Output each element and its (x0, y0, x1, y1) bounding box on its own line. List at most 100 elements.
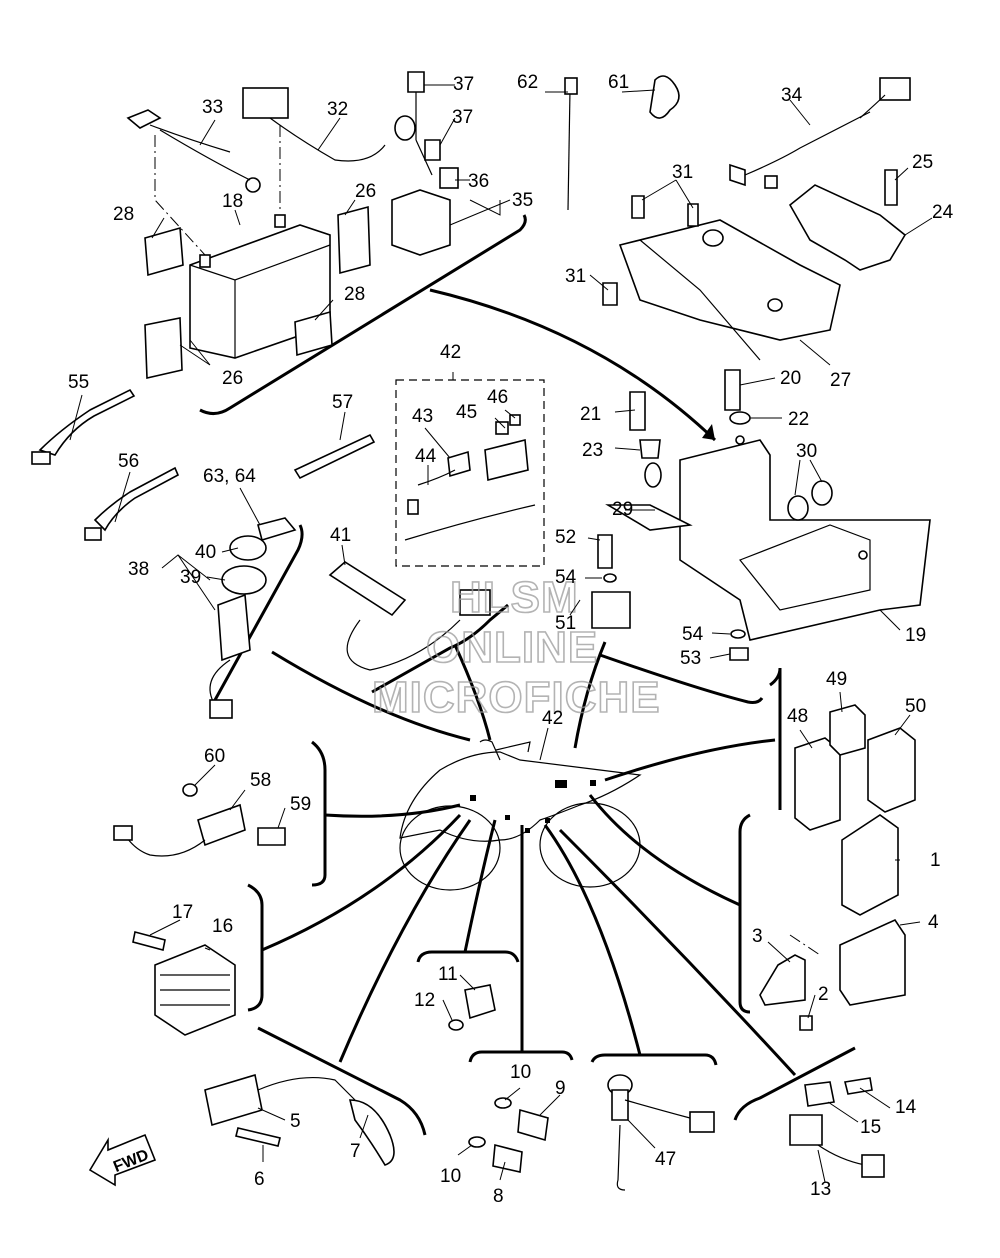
harness-kit-parts (404, 414, 536, 541)
callout-4: 4 (928, 912, 939, 933)
callout-49: 49 (826, 669, 847, 690)
callout-20: 20 (780, 368, 801, 389)
speed-sensor (789, 1077, 885, 1178)
callout-51: 51 (555, 613, 576, 634)
callout-57: 57 (332, 392, 353, 413)
callout-labels: 1 2 3 4 5 6 7 8 9 10 10 11 12 13 14 15 1… (68, 72, 954, 1207)
callout-14: 14 (895, 1097, 917, 1118)
callout-17: 17 (172, 902, 193, 923)
watermark-line-2: ONLINE (426, 623, 598, 672)
callout-22: 22 (788, 409, 809, 430)
cable-ties (31, 75, 680, 541)
callout-16: 16 (212, 916, 233, 937)
callout-47: 47 (655, 1149, 676, 1170)
callout-24: 24 (932, 202, 954, 223)
callout-35: 35 (512, 190, 533, 211)
callout-48: 48 (787, 706, 808, 727)
callout-39: 39 (180, 567, 201, 588)
callout-41: 41 (330, 525, 351, 546)
callout-12: 12 (414, 990, 435, 1011)
sub-harness (729, 77, 911, 189)
callout-9: 9 (555, 1078, 566, 1099)
callout-leaders (69, 84, 933, 1183)
switch-assembly (607, 1074, 715, 1191)
callout-34: 34 (781, 85, 803, 106)
fwd-arrow: FWD (88, 1133, 157, 1187)
callout-54-b: 54 (682, 624, 704, 645)
callout-56: 56 (118, 451, 139, 472)
watermark-line-3: MICROFICHE (372, 673, 661, 722)
ignition-coil (204, 1073, 395, 1166)
hub-leaders (261, 288, 797, 1077)
callout-7: 7 (350, 1141, 361, 1162)
control-unit (759, 814, 906, 1031)
callout-11: 11 (438, 964, 458, 985)
callout-8: 8 (493, 1186, 504, 1207)
callout-50: 50 (905, 696, 926, 717)
battery-cables (126, 87, 416, 256)
callout-2: 2 (818, 984, 829, 1005)
callout-46: 46 (487, 387, 508, 408)
callout-6: 6 (254, 1169, 265, 1190)
callout-36: 36 (468, 171, 489, 192)
harness-kit-box (395, 379, 545, 567)
callout-37-b: 37 (452, 107, 473, 128)
relays (794, 704, 916, 831)
callout-1: 1 (930, 850, 941, 871)
callout-19: 19 (905, 625, 926, 646)
arrow-head-icon (702, 424, 715, 440)
callout-31-a: 31 (672, 162, 693, 183)
callout-37-a: 37 (453, 74, 474, 95)
lamp-assembly (328, 561, 491, 671)
callout-63-64: 63, 64 (203, 466, 256, 487)
fasteners (591, 169, 898, 661)
battery-box (679, 435, 931, 641)
thermo-switch (113, 783, 286, 857)
callout-61: 61 (608, 72, 629, 93)
callout-42-b: 42 (542, 708, 563, 729)
callout-28-b: 28 (344, 284, 365, 305)
callout-55: 55 (68, 372, 89, 393)
callout-10-a: 10 (510, 1062, 531, 1083)
callout-42-a: 42 (440, 342, 461, 363)
callout-5: 5 (290, 1111, 301, 1132)
callout-21: 21 (580, 404, 601, 425)
mounting-bracket (618, 184, 907, 361)
rectifier-regulator (132, 931, 236, 1036)
callout-10-b: 10 (440, 1166, 461, 1187)
callout-30: 30 (796, 441, 817, 462)
callout-54-a: 54 (555, 567, 577, 588)
callout-27: 27 (830, 370, 851, 391)
main-switch (209, 517, 297, 719)
callout-53: 53 (680, 648, 701, 669)
callout-23: 23 (582, 440, 603, 461)
callout-60: 60 (204, 746, 225, 767)
callout-31-b: 31 (565, 266, 586, 287)
callout-38: 38 (128, 559, 149, 580)
callout-32: 32 (327, 99, 348, 120)
watermark-line-1: HLSM (450, 573, 579, 622)
watermark: HLSM ONLINE MICROFICHE (371, 572, 661, 723)
callout-40: 40 (195, 542, 216, 563)
callout-13: 13 (810, 1179, 831, 1200)
battery-pads (144, 205, 371, 379)
callout-18: 18 (222, 191, 243, 212)
callout-45: 45 (456, 402, 477, 423)
starter-relay (391, 71, 459, 256)
callout-33: 33 (202, 97, 223, 118)
callout-43: 43 (412, 406, 433, 427)
callout-52: 52 (555, 527, 576, 548)
motorcycle-outline (399, 739, 642, 891)
sensors (448, 984, 549, 1173)
callout-28-a: 28 (113, 204, 134, 225)
callout-15: 15 (860, 1117, 881, 1138)
callout-62: 62 (517, 72, 538, 93)
callout-25: 25 (912, 152, 933, 173)
callout-3: 3 (752, 926, 763, 947)
callout-29: 29 (612, 499, 633, 520)
callout-59: 59 (290, 794, 311, 815)
callout-26-a: 26 (355, 181, 376, 202)
callout-58: 58 (250, 770, 271, 791)
callout-44: 44 (415, 446, 437, 467)
